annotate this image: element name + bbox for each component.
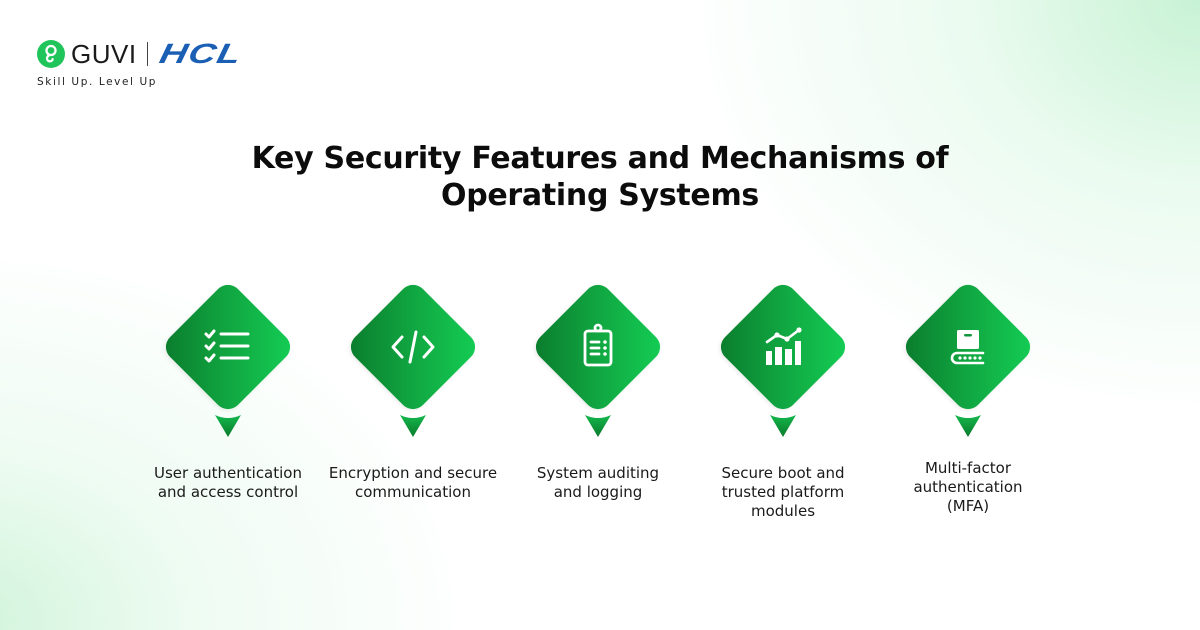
feature-system-auditing: System auditing and logging — [503, 279, 693, 539]
feature-label: System auditing and logging — [536, 464, 660, 501]
brand-logo: GUVI HCL Skill Up. Level Up — [37, 38, 327, 92]
pointer-arrow-icon — [770, 415, 796, 437]
feature-user-authentication: User authentication and access control — [133, 279, 323, 539]
title-line-2: Operating Systems — [441, 178, 759, 213]
pointer-arrow-icon — [585, 415, 611, 437]
guvi-wordmark: GUVI — [71, 39, 137, 69]
title-line-1: Key Security Features and Mechanisms of — [251, 141, 949, 176]
feature-diamond — [345, 279, 481, 415]
feature-secure-boot: Secure boot and trusted platform modules — [688, 279, 878, 539]
feature-encryption: Encryption and secure communication — [318, 279, 508, 539]
feature-diamond — [530, 279, 666, 415]
bar-chart-trend-icon — [765, 327, 802, 365]
pointer-arrow-icon — [215, 415, 241, 437]
hcl-wordmark: HCL — [156, 38, 245, 69]
code-icon — [391, 330, 435, 364]
clipboard-icon — [583, 323, 613, 367]
feature-mfa: Multi-factor authentication (MFA) — [873, 279, 1063, 539]
page-title: Key Security Features and Mechanisms of … — [0, 140, 1200, 214]
guvi-logo-icon — [37, 40, 65, 68]
feature-label: Encryption and secure communication — [328, 464, 498, 501]
tagline: Skill Up. Level Up — [37, 76, 158, 88]
conveyor-box-icon — [950, 330, 985, 365]
feature-diamond — [900, 279, 1036, 415]
feature-diamond — [715, 279, 851, 415]
feature-label: Secure boot and trusted platform modules — [721, 464, 845, 520]
logo-divider — [146, 42, 148, 66]
feature-label: User authentication and access control — [153, 464, 302, 501]
pointer-arrow-icon — [400, 415, 426, 437]
feature-diamond — [160, 279, 296, 415]
checklist-icon — [204, 329, 250, 363]
feature-label: Multi-factor authentication (MFA) — [913, 459, 1023, 515]
pointer-arrow-icon — [955, 415, 981, 437]
